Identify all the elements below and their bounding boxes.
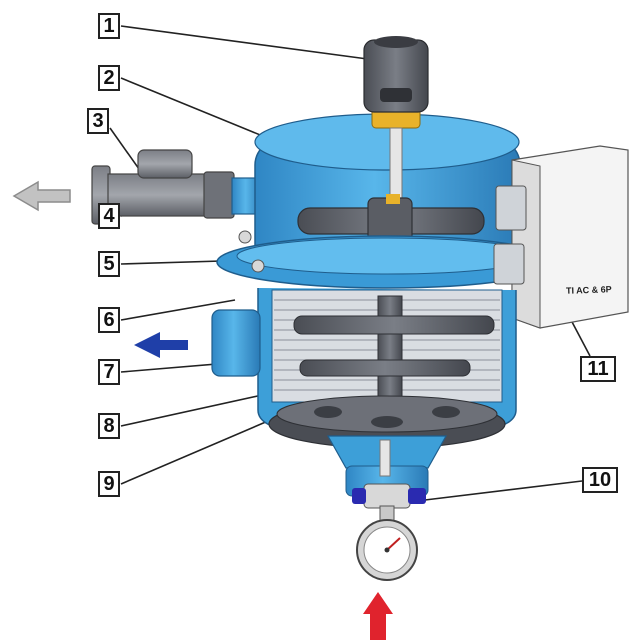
outlet-arrow [12, 180, 71, 212]
callout-6: 6 [98, 307, 120, 333]
control-box [493, 145, 629, 329]
pressure-gauge [356, 519, 418, 581]
callout-5: 5 [98, 251, 120, 277]
callout-7: 7 [98, 359, 120, 385]
callout-9: 9 [98, 471, 120, 497]
callout-11: 11 [580, 356, 616, 382]
callout-4: 4 [98, 203, 120, 229]
flange [216, 230, 558, 289]
leader-lines [109, 25, 591, 501]
motor [363, 36, 429, 209]
flush-arrow [134, 332, 188, 358]
callout-1: 1 [98, 13, 120, 39]
callout-2: 2 [98, 65, 120, 91]
control-box-label: TI AC & 6P [565, 284, 612, 296]
inlet-arrow [363, 592, 393, 640]
callout-8: 8 [98, 413, 120, 439]
callout-10: 10 [582, 467, 618, 493]
flush-valve [352, 483, 426, 525]
lower-housing [211, 288, 517, 433]
callout-3: 3 [87, 108, 109, 134]
